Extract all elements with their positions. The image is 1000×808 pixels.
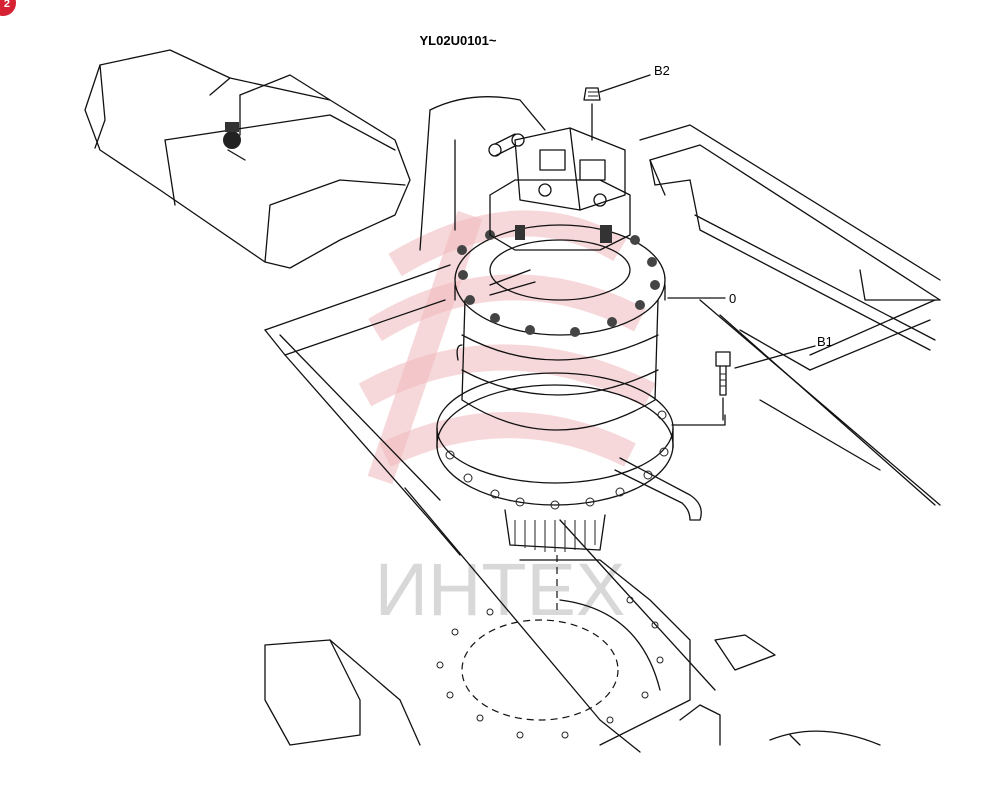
swing-motor (436, 127, 702, 552)
bolt-b2 (583, 87, 601, 141)
upper-frame (264, 96, 941, 753)
leader-bracket (671, 414, 726, 426)
bolt-b1 (715, 351, 731, 421)
lower-frame (264, 559, 881, 746)
callout-main-part: 0 (729, 291, 736, 306)
callout-b1: B1 (817, 334, 833, 349)
watermark-logo (358, 210, 656, 485)
leader-b2 (599, 74, 651, 93)
tank-assembly (84, 49, 411, 269)
page-number-badge: 2 (0, 0, 16, 16)
leader-b1 (734, 345, 816, 369)
callout-b2: B2 (654, 63, 670, 78)
diagram-title: YL02U0101~ (420, 33, 497, 48)
watermark-text: ИНТЕХ (375, 548, 626, 631)
page-number-text: 2 (3, 0, 10, 10)
ring-gear-dashed (436, 596, 664, 739)
